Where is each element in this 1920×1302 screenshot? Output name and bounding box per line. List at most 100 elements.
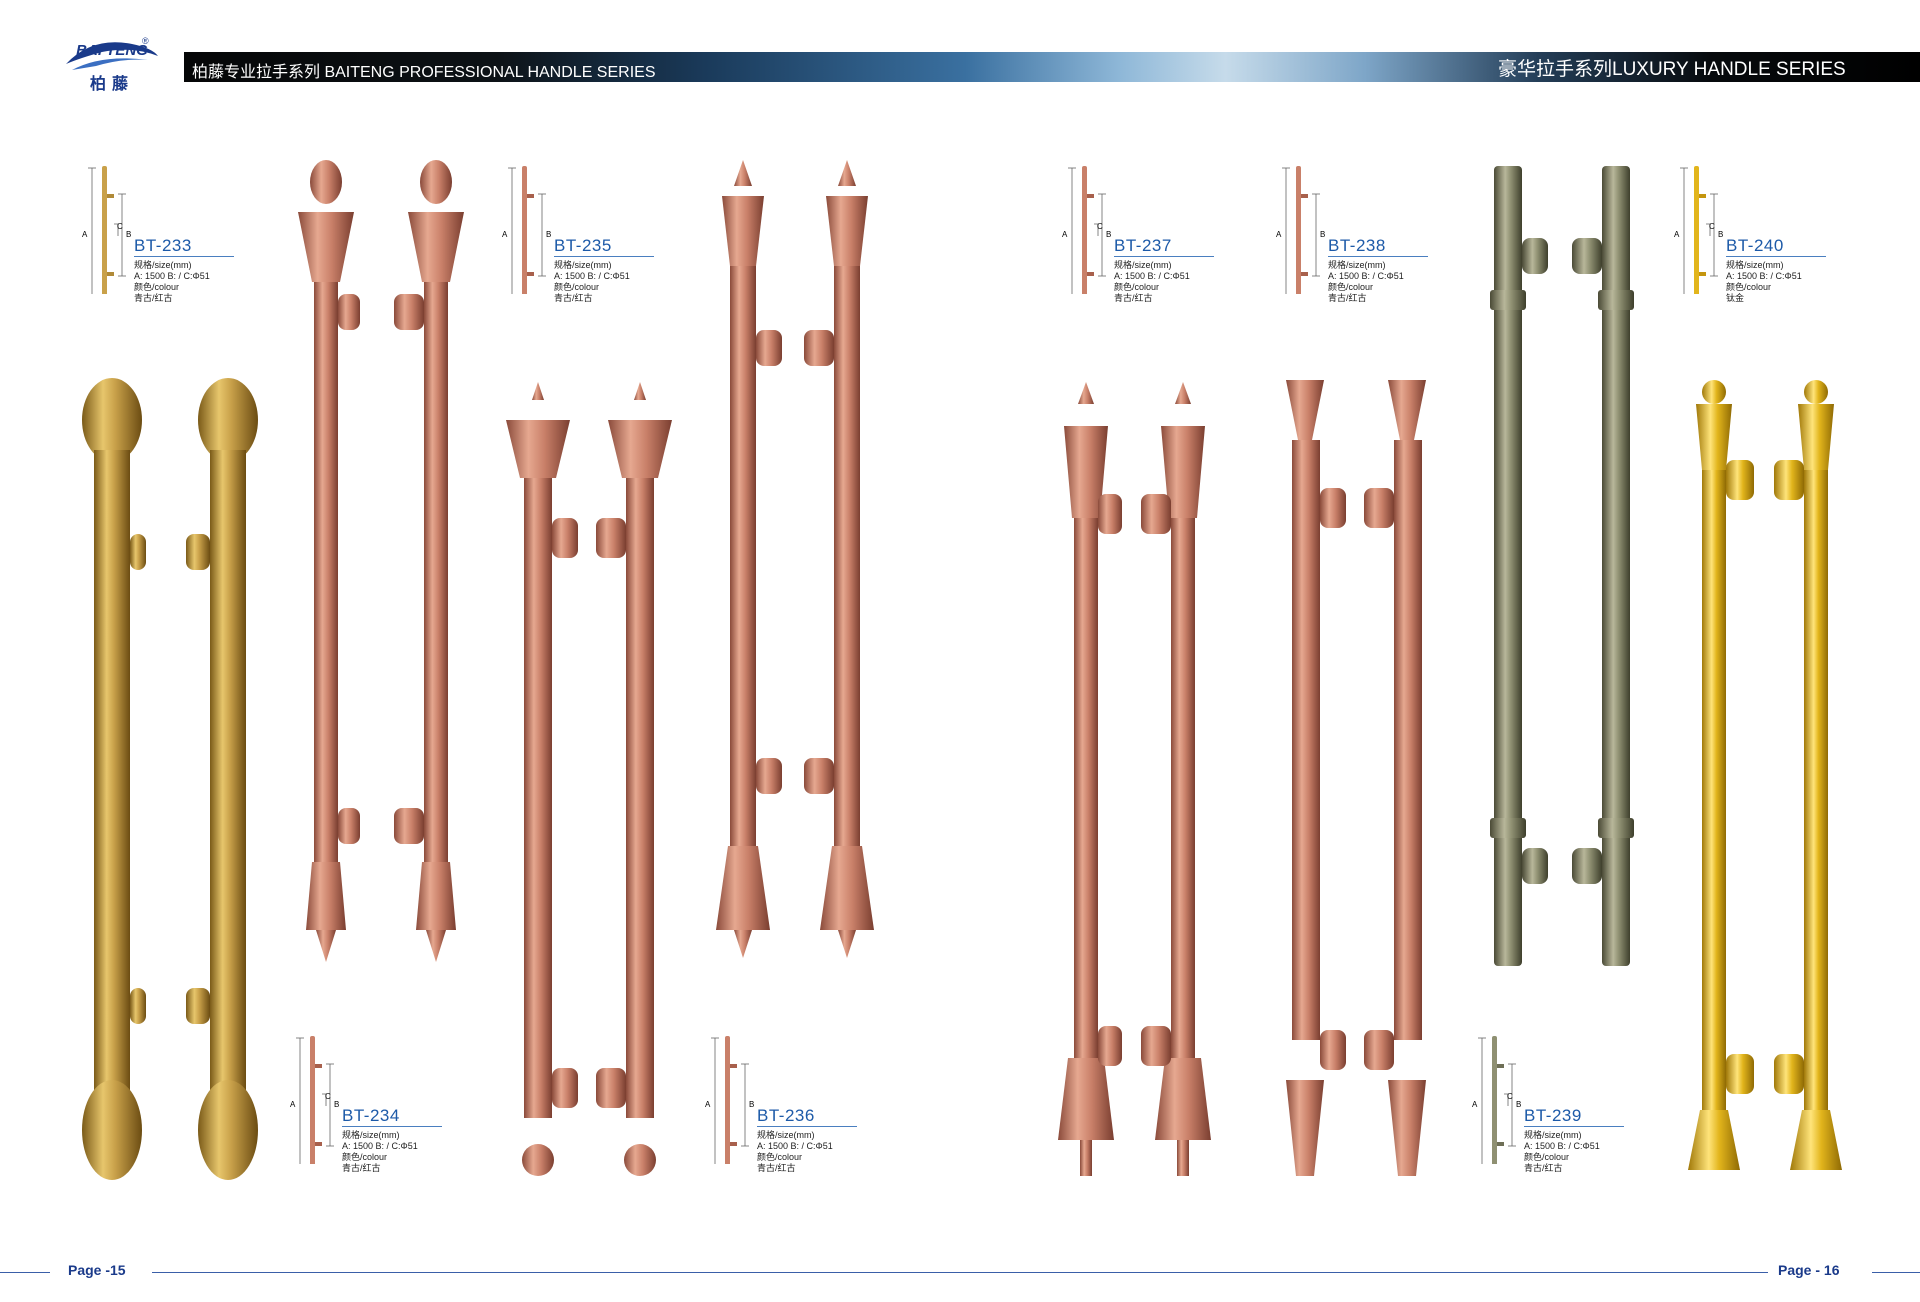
colour-label: 颜色/colour [1328, 282, 1374, 292]
dim-b-label: B [1106, 230, 1112, 239]
product-bt-240: A C B BT-240 规格/size(mm) A: 1500 B: / C:… [1672, 164, 1882, 303]
handle-bt-234-left [298, 160, 360, 962]
baiteng-logo [66, 42, 158, 70]
registered-mark: ® [142, 36, 149, 46]
handle-bt-234-right [394, 160, 464, 962]
product-bt-236: A B BT-236 规格/size(mm) A: 1500 B: / C:Φ5… [703, 1034, 913, 1173]
model-underline [1328, 256, 1428, 257]
dim-c-label: C [1709, 222, 1715, 231]
colour-label: 颜色/colour [134, 282, 180, 292]
page-number-right: Page - 16 [1778, 1262, 1840, 1278]
handle-bt-236-right [804, 160, 874, 958]
size-value: A: 1500 B: / C:Φ51 [134, 271, 210, 281]
dim-a-label: A [82, 230, 88, 239]
handle-bt-237-left [1058, 382, 1122, 1176]
colour-label: 颜色/colour [342, 1152, 388, 1162]
dimension-diagram [296, 1036, 334, 1164]
colour-value: 青古/红古 [1524, 1163, 1563, 1173]
model-underline [1114, 256, 1214, 257]
handle-bt-235-right [596, 382, 672, 1176]
colour-value: 青古/红古 [1328, 293, 1367, 303]
model-number: BT-234 [342, 1106, 400, 1125]
model-number: BT-240 [1726, 236, 1784, 255]
dim-c-label: C [1507, 1092, 1513, 1101]
dim-a-label: A [1674, 230, 1680, 239]
header-left-title: 柏藤专业拉手系列 BAITENG PROFESSIONAL HANDLE SER… [192, 64, 656, 81]
dim-a-label: A [1276, 230, 1282, 239]
product-bt-238: A B BT-238 规格/size(mm) A: 1500 B: / C:Φ5… [1274, 164, 1484, 303]
logo-chinese-text: 柏藤 [89, 74, 134, 93]
product-bt-233: A C B BT-233 规格/size(mm) A: 1500 B: / C:… [80, 164, 290, 303]
model-underline [134, 256, 234, 257]
handle-bt-239-left [1490, 166, 1548, 966]
handle-bt-235-left [506, 382, 578, 1176]
size-value: A: 1500 B: / C:Φ51 [1114, 271, 1190, 281]
dimension-diagram [88, 166, 126, 294]
handle-bt-236-left [716, 160, 782, 958]
handle-bt-233-left [82, 378, 146, 1180]
page-number-left: Page -15 [68, 1262, 126, 1278]
size-value: A: 1500 B: / C:Φ51 [342, 1141, 418, 1151]
colour-value: 青古/红古 [1114, 293, 1153, 303]
size-label: 规格/size(mm) [757, 1130, 815, 1140]
colour-value: 青古/红古 [554, 293, 593, 303]
dim-b-label: B [749, 1100, 755, 1109]
dim-a-label: A [1062, 230, 1068, 239]
size-label: 规格/size(mm) [1114, 260, 1172, 270]
dim-b-label: B [1718, 230, 1724, 239]
size-value: A: 1500 B: / C:Φ51 [1328, 271, 1404, 281]
handle-bt-240-left [1688, 380, 1754, 1170]
model-number: BT-237 [1114, 236, 1172, 255]
product-bt-235: A B BT-235 规格/size(mm) A: 1500 B: / C:Φ5… [500, 164, 710, 303]
size-label: 规格/size(mm) [1524, 1130, 1582, 1140]
dim-b-label: B [334, 1100, 340, 1109]
footer-rule-right [1872, 1272, 1920, 1273]
dim-a-label: A [1472, 1100, 1478, 1109]
dimension-diagram [711, 1036, 749, 1164]
model-underline [554, 256, 654, 257]
size-value: A: 1500 B: / C:Φ51 [1726, 271, 1802, 281]
dimension-diagram [508, 166, 546, 294]
dim-b-label: B [126, 230, 132, 239]
size-label: 规格/size(mm) [342, 1130, 400, 1140]
logo-text: BAI TENG [76, 42, 148, 59]
dimension-diagram [1068, 166, 1106, 294]
model-number: BT-239 [1524, 1106, 1582, 1125]
model-underline [1726, 256, 1826, 257]
model-number: BT-238 [1328, 236, 1386, 255]
size-label: 规格/size(mm) [554, 260, 612, 270]
dim-c-label: C [1097, 222, 1103, 231]
size-value: A: 1500 B: / C:Φ51 [1524, 1141, 1600, 1151]
dim-a-label: A [705, 1100, 711, 1109]
handle-bt-240-right [1774, 380, 1842, 1170]
model-number: BT-235 [554, 236, 612, 255]
size-value: A: 1500 B: / C:Φ51 [757, 1141, 833, 1151]
handle-bt-237-right [1141, 382, 1211, 1176]
handle-bt-233-right [186, 378, 258, 1180]
model-underline [342, 1126, 442, 1127]
colour-value: 青古/红古 [342, 1163, 381, 1173]
product-bt-234: A C B BT-234 规格/size(mm) A: 1500 B: / C:… [288, 1034, 498, 1173]
handle-bt-239-right [1572, 166, 1634, 966]
footer-rule-left [0, 1272, 50, 1273]
dim-c-label: C [117, 222, 123, 231]
size-label: 规格/size(mm) [1328, 260, 1386, 270]
colour-label: 颜色/colour [1524, 1152, 1570, 1162]
dimension-diagram [1478, 1036, 1516, 1164]
product-bt-239: A C B BT-239 规格/size(mm) A: 1500 B: / C:… [1470, 1034, 1680, 1173]
dim-b-label: B [546, 230, 552, 239]
colour-value: 青古/红古 [134, 293, 173, 303]
colour-value: 青古/红古 [757, 1163, 796, 1173]
header-right-title: 豪华拉手系列LUXURY HANDLE SERIES [1498, 59, 1846, 80]
colour-label: 颜色/colour [757, 1152, 803, 1162]
colour-label: 颜色/colour [1726, 282, 1772, 292]
dimension-diagram [1680, 166, 1718, 294]
handle-bt-238-right [1364, 380, 1426, 1176]
dim-a-label: A [290, 1100, 296, 1109]
handle-bt-238-left [1286, 380, 1346, 1176]
product-bt-237: A C B BT-237 规格/size(mm) A: 1500 B: / C:… [1060, 164, 1270, 303]
footer-rule-center [152, 1272, 1768, 1273]
model-number: BT-233 [134, 236, 192, 255]
dimension-diagram [1282, 166, 1320, 294]
